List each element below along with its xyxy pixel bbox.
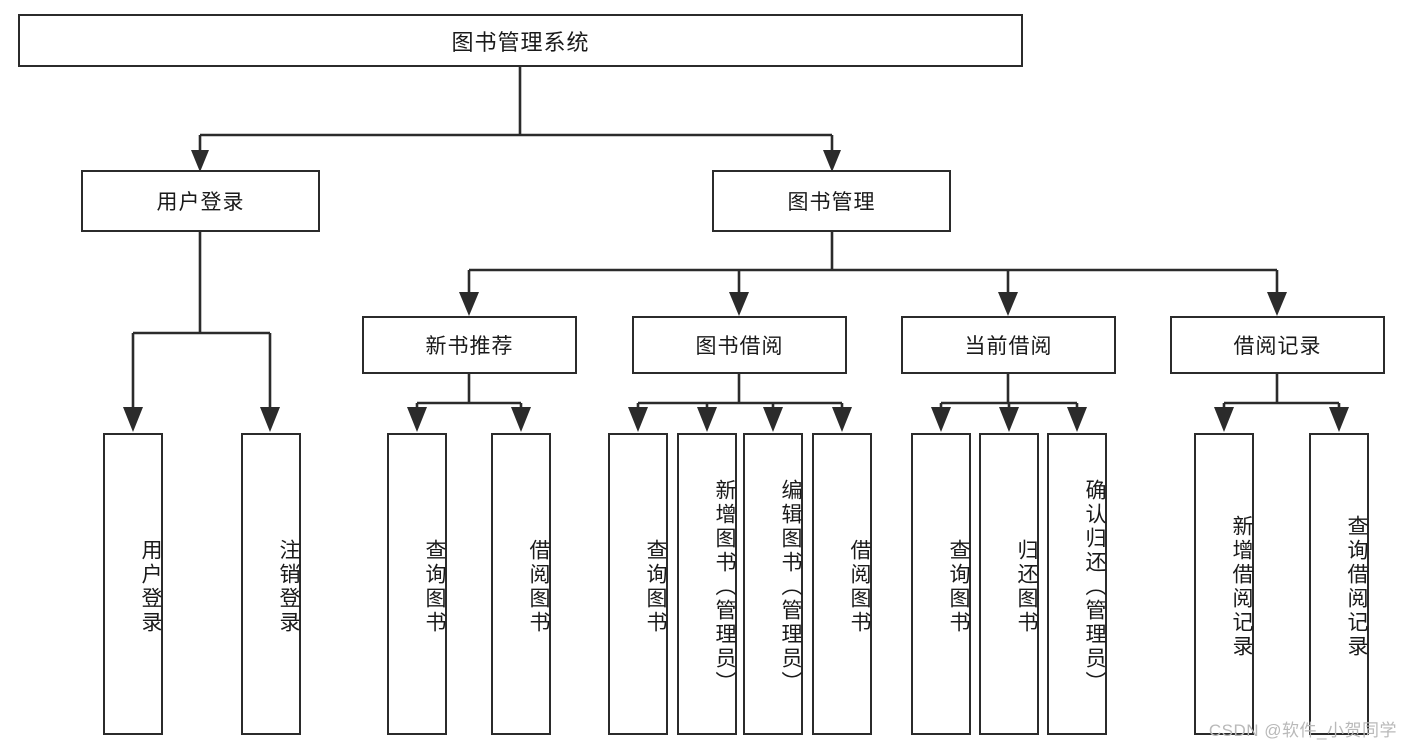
node-label: 借阅图书: [527, 539, 550, 635]
node-borrow-record[interactable]: 借阅记录: [1170, 316, 1385, 374]
node-label: 图书借阅: [695, 335, 784, 358]
node-label: 图书管理: [787, 191, 876, 214]
node-label: 用户登录: [156, 191, 245, 214]
csdn-watermark: CSDN @软件_小贺同学: [1208, 721, 1397, 740]
node-label: 查询图书: [947, 539, 970, 635]
node-label: 归还图书: [1015, 539, 1038, 635]
node-leaf-borrow-book[interactable]: 借阅图书: [812, 433, 872, 735]
node-label: 查询图书: [423, 539, 446, 635]
node-leaf-add-book[interactable]: 新增图书（管理员）: [677, 433, 737, 735]
node-leaf-query-book-recommend[interactable]: 查询图书: [387, 433, 447, 735]
node-label: 新增借阅记录: [1230, 515, 1253, 659]
node-label: 确认归还（管理员）: [1083, 479, 1106, 695]
node-label: 查询借阅记录: [1345, 515, 1368, 659]
node-book-borrow[interactable]: 图书借阅: [632, 316, 847, 374]
node-leaf-query-book-borrow[interactable]: 查询图书: [608, 433, 668, 735]
node-current-borrow[interactable]: 当前借阅: [901, 316, 1116, 374]
node-leaf-query-book-current[interactable]: 查询图书: [911, 433, 971, 735]
node-leaf-logout-login[interactable]: 注销登录: [241, 433, 301, 735]
node-leaf-edit-book[interactable]: 编辑图书（管理员）: [743, 433, 803, 735]
node-label: 编辑图书（管理员）: [779, 479, 802, 695]
node-label: 新书推荐: [425, 335, 514, 358]
node-leaf-return-book[interactable]: 归还图书: [979, 433, 1039, 735]
node-label: 借阅记录: [1233, 335, 1322, 358]
node-leaf-add-borrow-record[interactable]: 新增借阅记录: [1194, 433, 1254, 735]
node-label: 用户登录: [139, 539, 162, 635]
node-label: 查询图书: [644, 539, 667, 635]
node-new-book-recommend[interactable]: 新书推荐: [362, 316, 577, 374]
node-label: 新增图书（管理员）: [713, 479, 736, 695]
node-label: 图书管理系统: [451, 29, 590, 55]
node-root-system[interactable]: 图书管理系统: [18, 14, 1023, 67]
node-leaf-query-borrow-record[interactable]: 查询借阅记录: [1309, 433, 1369, 735]
node-label: 注销登录: [277, 539, 300, 635]
node-user-login[interactable]: 用户登录: [81, 170, 320, 232]
node-book-manage[interactable]: 图书管理: [712, 170, 951, 232]
node-label: 当前借阅: [964, 335, 1053, 358]
node-leaf-confirm-return[interactable]: 确认归还（管理员）: [1047, 433, 1107, 735]
node-label: 借阅图书: [848, 539, 871, 635]
node-leaf-borrow-book-recommend[interactable]: 借阅图书: [491, 433, 551, 735]
node-leaf-user-login[interactable]: 用户登录: [103, 433, 163, 735]
